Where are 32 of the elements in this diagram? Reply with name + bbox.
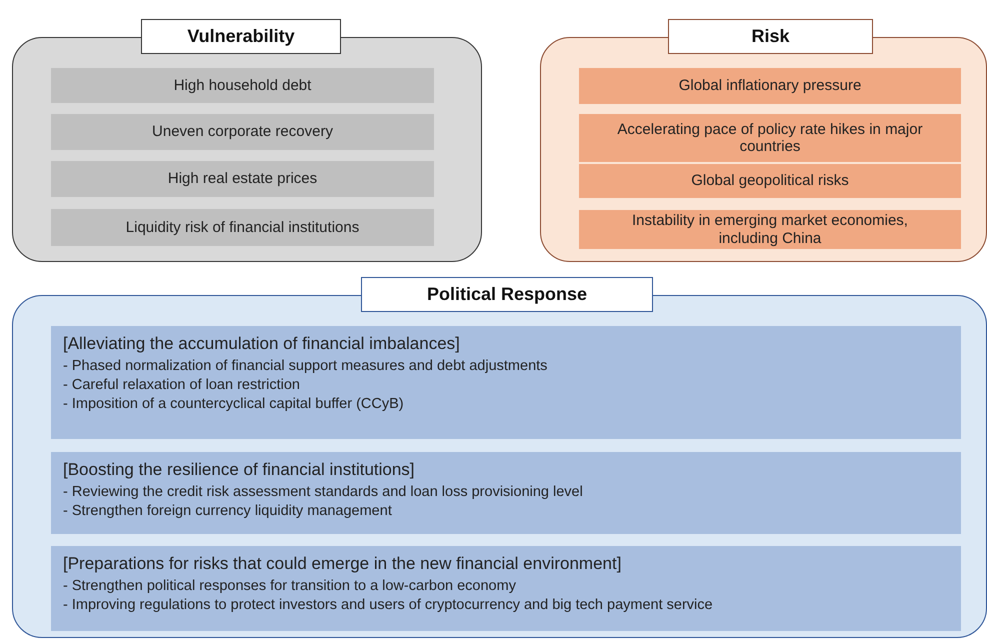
measure-heading: [Alleviating the accumulation of financial imbalances]	[63, 334, 461, 354]
factor-text: Liquidity risk of financial institutions	[126, 218, 360, 236]
panel-title: Political Response	[361, 277, 653, 312]
factor-text: Accelerating pace of policy rate hikes in major countries	[616, 120, 924, 156]
factor-text: Instability in emerging market economies, including China	[631, 212, 909, 247]
measure-item: - Strengthen foreign currency liquidity management	[63, 502, 393, 521]
factor-text: Global inflationary pressure	[678, 77, 862, 95]
factor-text: High real estate prices	[168, 170, 318, 188]
factor-text: High household debt	[174, 76, 312, 94]
factor-box	[51, 161, 434, 197]
factor-box	[51, 114, 434, 150]
factor-box	[579, 210, 961, 249]
factor-box	[579, 114, 961, 162]
measure-box	[51, 546, 961, 631]
measure-item: - Strengthen political responses for transition to a low-carbon economy	[63, 577, 517, 596]
measure-item: - Phased normalization of financial support measures and debt adjustments	[63, 357, 548, 376]
measure-box	[51, 452, 961, 534]
factor-box	[51, 68, 434, 103]
factor-box	[579, 68, 961, 104]
measure-box	[51, 326, 961, 439]
measure-item: - Reviewing the credit risk assessment standards and loan loss provisioning level	[63, 483, 584, 502]
measure-heading: [Boosting the resilience of financial institutions]	[63, 460, 416, 480]
measure-item: - Careful relaxation of loan restriction	[63, 376, 301, 395]
measure-item: - Improving regulations to protect investors and users of cryptocurrency and big tech payment service	[63, 596, 714, 615]
measure-heading: [Preparations for risks that could emerge in the new financial environment]	[63, 554, 622, 574]
factor-text: Global geopolitical risks	[691, 172, 849, 190]
panel-title: Risk	[668, 19, 873, 54]
factor-box	[579, 164, 961, 198]
panel-title: Vulnerability	[141, 19, 341, 54]
factor-text: Uneven corporate recovery	[152, 123, 333, 141]
factor-box	[51, 209, 434, 246]
measure-item: - Imposition of a countercyclical capital buffer (CCyB)	[63, 394, 405, 414]
